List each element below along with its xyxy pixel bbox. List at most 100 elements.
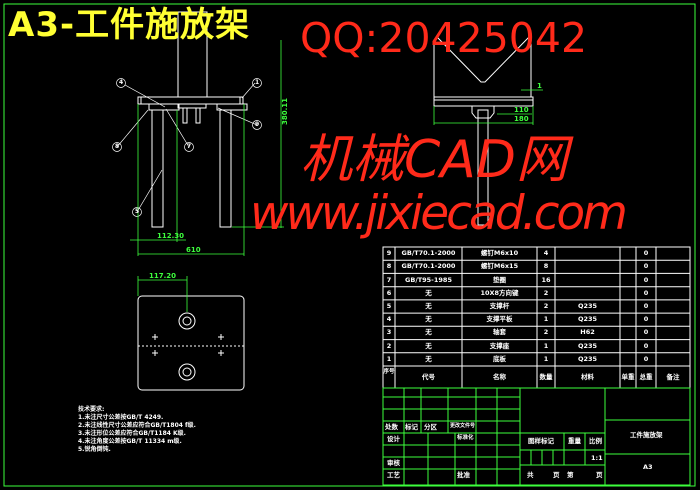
tb-standardization: 标准化 [457, 435, 474, 441]
dimension-plan-offset: 117.20 [149, 272, 177, 280]
bom-cell: 1 [543, 315, 549, 324]
bom-cell: 垫圈 [493, 275, 506, 284]
bom-cell: 0 [643, 341, 649, 350]
bom-table-grid [382, 246, 691, 389]
balloon-label: 5 [135, 208, 140, 215]
bom-cell: 6 [386, 288, 392, 297]
tb-page2: 页 [596, 471, 603, 479]
drawing-title: A3-工件施放架 [8, 5, 251, 45]
bom-cell: GB/T70.1-2000 [401, 262, 456, 271]
bom-cell: 0 [643, 262, 649, 271]
bom-cell: 0 [643, 275, 649, 284]
bom-cell: 0 [643, 328, 649, 337]
bom-cell: 8 [543, 262, 549, 271]
balloon-label: 8 [115, 143, 120, 150]
balloon-leaders [112, 78, 262, 217]
tb-nth: 第 [567, 471, 574, 479]
bom-cell: 8 [386, 262, 392, 271]
bom-cell: 3 [386, 328, 392, 337]
bom-cell: 无 [425, 328, 432, 337]
tb-drawing-name: 工件施放架 [630, 431, 663, 439]
plan-view [137, 295, 245, 391]
bom-cell: 无 [425, 341, 432, 350]
tb-page: 页 [553, 471, 560, 479]
balloon-label: 7 [187, 143, 192, 150]
tb-review: 审核 [387, 459, 400, 467]
dimension-offset: 112.30 [157, 232, 185, 240]
tb-scale: 比例 [589, 437, 602, 445]
bom-cell: Q235 [577, 315, 598, 324]
dimension-height: 380.11 [281, 97, 290, 126]
bom-cell: 螺钉M6x10 [480, 249, 519, 258]
tb-total: 共 [527, 471, 534, 479]
bom-cell: 1 [386, 354, 392, 363]
tb-design: 设计 [387, 435, 400, 443]
tb-change-count: 处数 [385, 423, 398, 431]
bom-cell: 2 [543, 328, 549, 337]
tb-sheet-size: A3 [643, 463, 653, 471]
front-dimensions [130, 40, 284, 256]
bom-cell: 轴套 [493, 328, 506, 337]
bom-cell: 底板 [493, 354, 506, 363]
bom-cell: 0 [643, 315, 649, 324]
balloon-label: 9 [255, 121, 260, 128]
bom-header-cell: 数量 [539, 373, 553, 381]
bom-cell: 5 [386, 302, 392, 310]
side-dimensions [433, 89, 543, 125]
note-item: 1.未注尺寸公差按GB/T 4249. [78, 414, 164, 421]
bom-header-cell: 名称 [493, 373, 506, 381]
bom-header-cell: 代号 [422, 373, 435, 381]
tb-mark: 标记 [405, 423, 418, 431]
tb-process: 工艺 [387, 471, 400, 479]
tb-drawing-mark: 图样标记 [528, 437, 554, 445]
watermark-site-name: 机械CAD网 [300, 130, 568, 190]
bom-cell: GB/T95-1985 [405, 275, 452, 284]
note-item: 3.未注形位公差应符合GB/T1184 K级. [78, 430, 186, 437]
bom-cell: 0 [643, 249, 649, 258]
notes-heading: 技术要求: [78, 406, 105, 413]
tb-approve: 批准 [457, 471, 470, 479]
dimension-side-outer: 180 [514, 115, 529, 123]
bom-cell: 1 [543, 354, 549, 363]
technical-requirements: 技术要求: 1.未注尺寸公差按GB/T 4249. 2.未注线性尺寸公差应符合G… [78, 406, 196, 454]
bom-cell: 支撑杆 [489, 302, 510, 310]
bom-header-cell: 备注 [666, 373, 680, 381]
side-view [433, 36, 534, 226]
bom-cell: 支撑座 [489, 341, 510, 350]
sheet-border [3, 3, 696, 487]
watermark-url: www.jixiecad.com [250, 186, 628, 241]
bom-cell: GB/T70.1-2000 [401, 249, 456, 258]
bom-cell: H62 [580, 328, 595, 337]
bom-cell: 4 [386, 315, 392, 324]
watermark-qq: QQ:20425042 [300, 14, 588, 62]
bom-cell: 4 [543, 249, 549, 258]
bom-cell: 0 [643, 354, 649, 363]
bom-header-cell: 序号 [383, 369, 395, 375]
bom-cell: Q235 [577, 354, 598, 363]
note-item: 4.未注角度公差按GB/T 11334 m级. [78, 438, 182, 445]
bom-cell: 1 [543, 341, 549, 350]
bom-cell: 0 [643, 288, 649, 297]
bom-cell: 无 [425, 354, 432, 363]
note-item: 2.未注线性尺寸公差应符合GB/T1804 f级. [78, 422, 196, 429]
balloon-label: 1 [255, 79, 260, 86]
bom-cell: 2 [543, 302, 549, 310]
bom-cell: 7 [386, 275, 392, 284]
bom-cell: 0 [643, 302, 649, 310]
bom-cell: Q235 [577, 302, 598, 310]
plan-dimensions [137, 276, 188, 312]
note-item: 5.锐角倒钝. [78, 446, 111, 453]
bom-cell: 2 [543, 288, 549, 297]
bom-cell: Q235 [577, 341, 598, 350]
tb-weight: 重量 [568, 437, 581, 445]
tb-scale-value: 1:1 [591, 454, 603, 462]
balloon-label: 4 [119, 79, 124, 86]
dimension-side-gap: 1 [537, 82, 542, 90]
bom-cell: 9 [386, 249, 392, 258]
title-block-grid [382, 387, 691, 486]
bom-cell: 16 [541, 275, 551, 284]
front-view [137, 11, 248, 228]
bom-header-cell: 单重 [621, 373, 635, 381]
